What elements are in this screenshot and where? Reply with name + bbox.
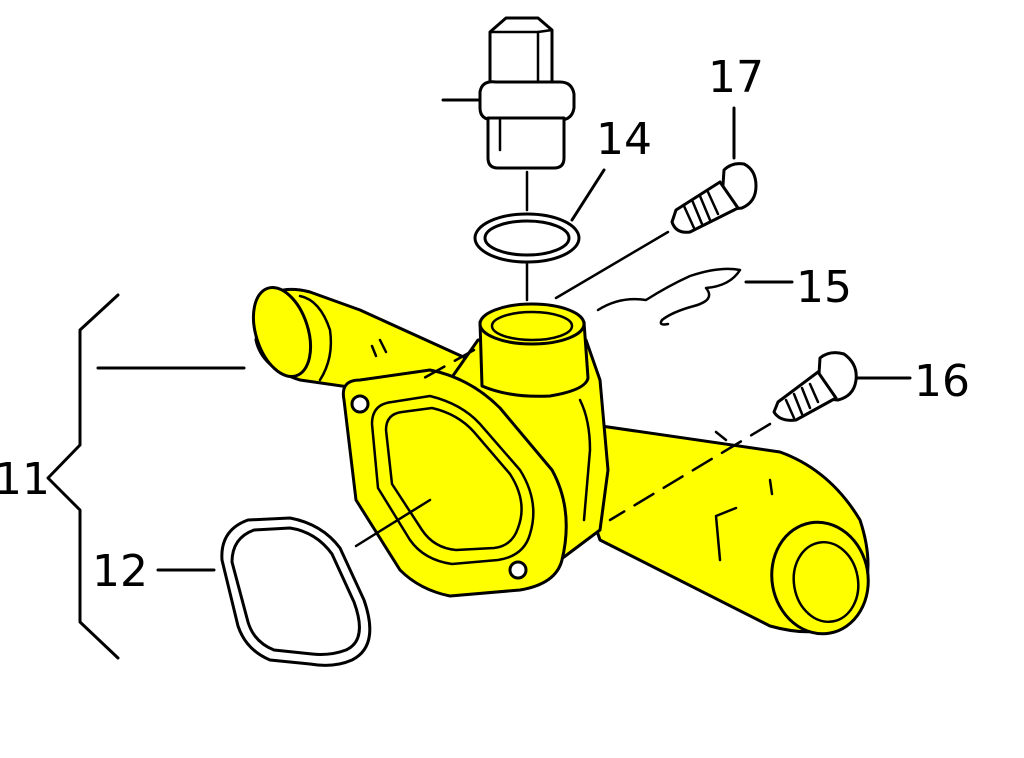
bolt-upper	[554, 106, 758, 300]
coolant-flange-housing	[251, 286, 870, 636]
callout-15: 15	[796, 262, 852, 313]
seal-ring	[473, 168, 606, 302]
axis-line	[422, 348, 476, 380]
callout-12: 12	[92, 546, 148, 597]
retaining-clip	[596, 267, 794, 326]
callout-17: 17	[708, 52, 764, 103]
assembly-bracket	[46, 293, 120, 660]
flange-gasket	[156, 498, 432, 667]
temperature-sensor	[441, 16, 576, 212]
callout-11: 11	[0, 454, 50, 505]
callout-14: 14	[596, 114, 652, 165]
bolt-lower	[608, 351, 912, 522]
callout-16: 16	[914, 356, 970, 407]
